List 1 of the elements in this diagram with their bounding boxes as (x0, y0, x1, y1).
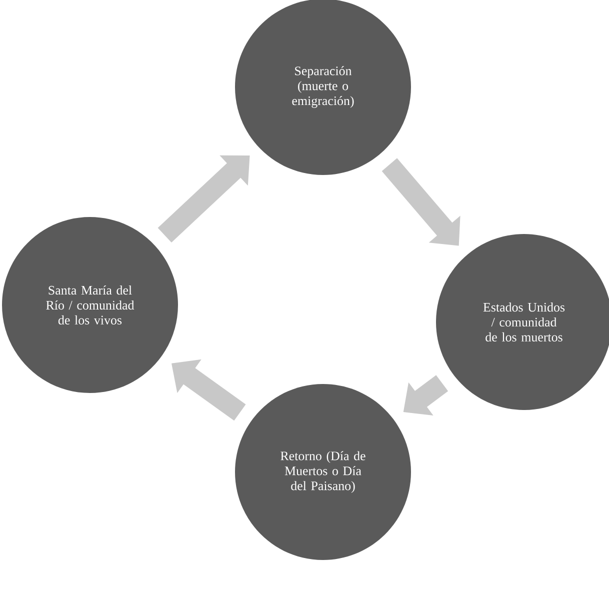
block-arrow (158, 155, 250, 242)
